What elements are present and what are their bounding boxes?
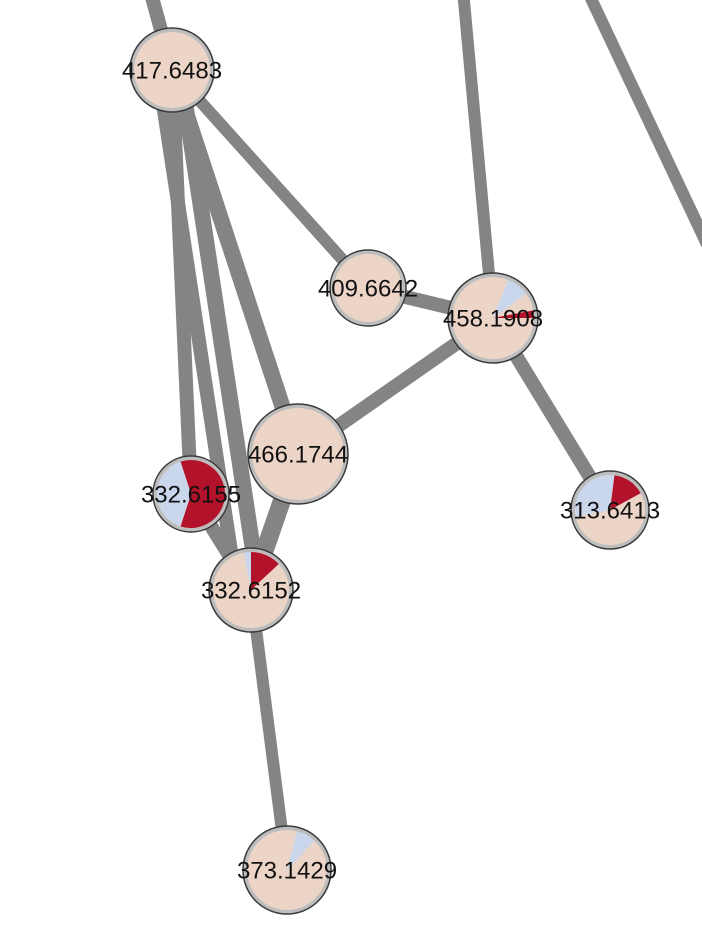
node-pie-slice-red — [180, 460, 225, 528]
node-label: 466.1744 — [248, 442, 348, 469]
node-n466[interactable]: 466.1744 — [247, 403, 349, 505]
node-label: 417.6483 — [122, 58, 222, 85]
node-n332a[interactable]: 332.6155 — [141, 455, 241, 533]
node-pie-base — [334, 254, 402, 322]
node-pie-slice-blue — [157, 461, 191, 527]
edge-n417-n409 — [167, 65, 373, 293]
node-label: 332.6155 — [141, 482, 241, 509]
node-pie-slice-blue — [493, 279, 527, 318]
node-n313[interactable]: 313.6413 — [560, 470, 660, 550]
node-pie-slice-red — [610, 475, 641, 510]
node-n332b[interactable]: 332.6152 — [201, 547, 301, 633]
edge-n332b-n373 — [245, 589, 293, 871]
node-label: 458.1908 — [443, 306, 543, 333]
node-pie-base — [252, 408, 344, 500]
node-pie-slice-red — [493, 310, 534, 318]
edge-offtop3-offright — [585, 0, 702, 248]
nodes-layer: 417.6483 409.6642 458.1908 466.1744 332.6155… — [122, 27, 660, 915]
node-n458[interactable]: 458.1908 — [443, 272, 543, 364]
edges-layer — [145, 0, 702, 871]
node-label: 373.1429 — [237, 858, 337, 885]
node-pie-slice-blue — [287, 831, 315, 870]
node-pie-base — [134, 32, 210, 108]
edge-offtop2-n458 — [457, 0, 499, 319]
node-label: 313.6413 — [560, 498, 660, 525]
node-n409[interactable]: 409.6642 — [318, 249, 418, 327]
node-n373[interactable]: 373.1429 — [237, 825, 337, 915]
node-n417[interactable]: 417.6483 — [122, 27, 222, 113]
node-label: 332.6152 — [201, 578, 301, 605]
node-pie-slice-red — [251, 552, 279, 590]
node-pie-slice-blue — [574, 475, 615, 517]
node-pie-slice-blue — [243, 552, 251, 590]
node-label: 409.6642 — [318, 276, 418, 303]
edge-n417-n332b — [171, 67, 267, 590]
